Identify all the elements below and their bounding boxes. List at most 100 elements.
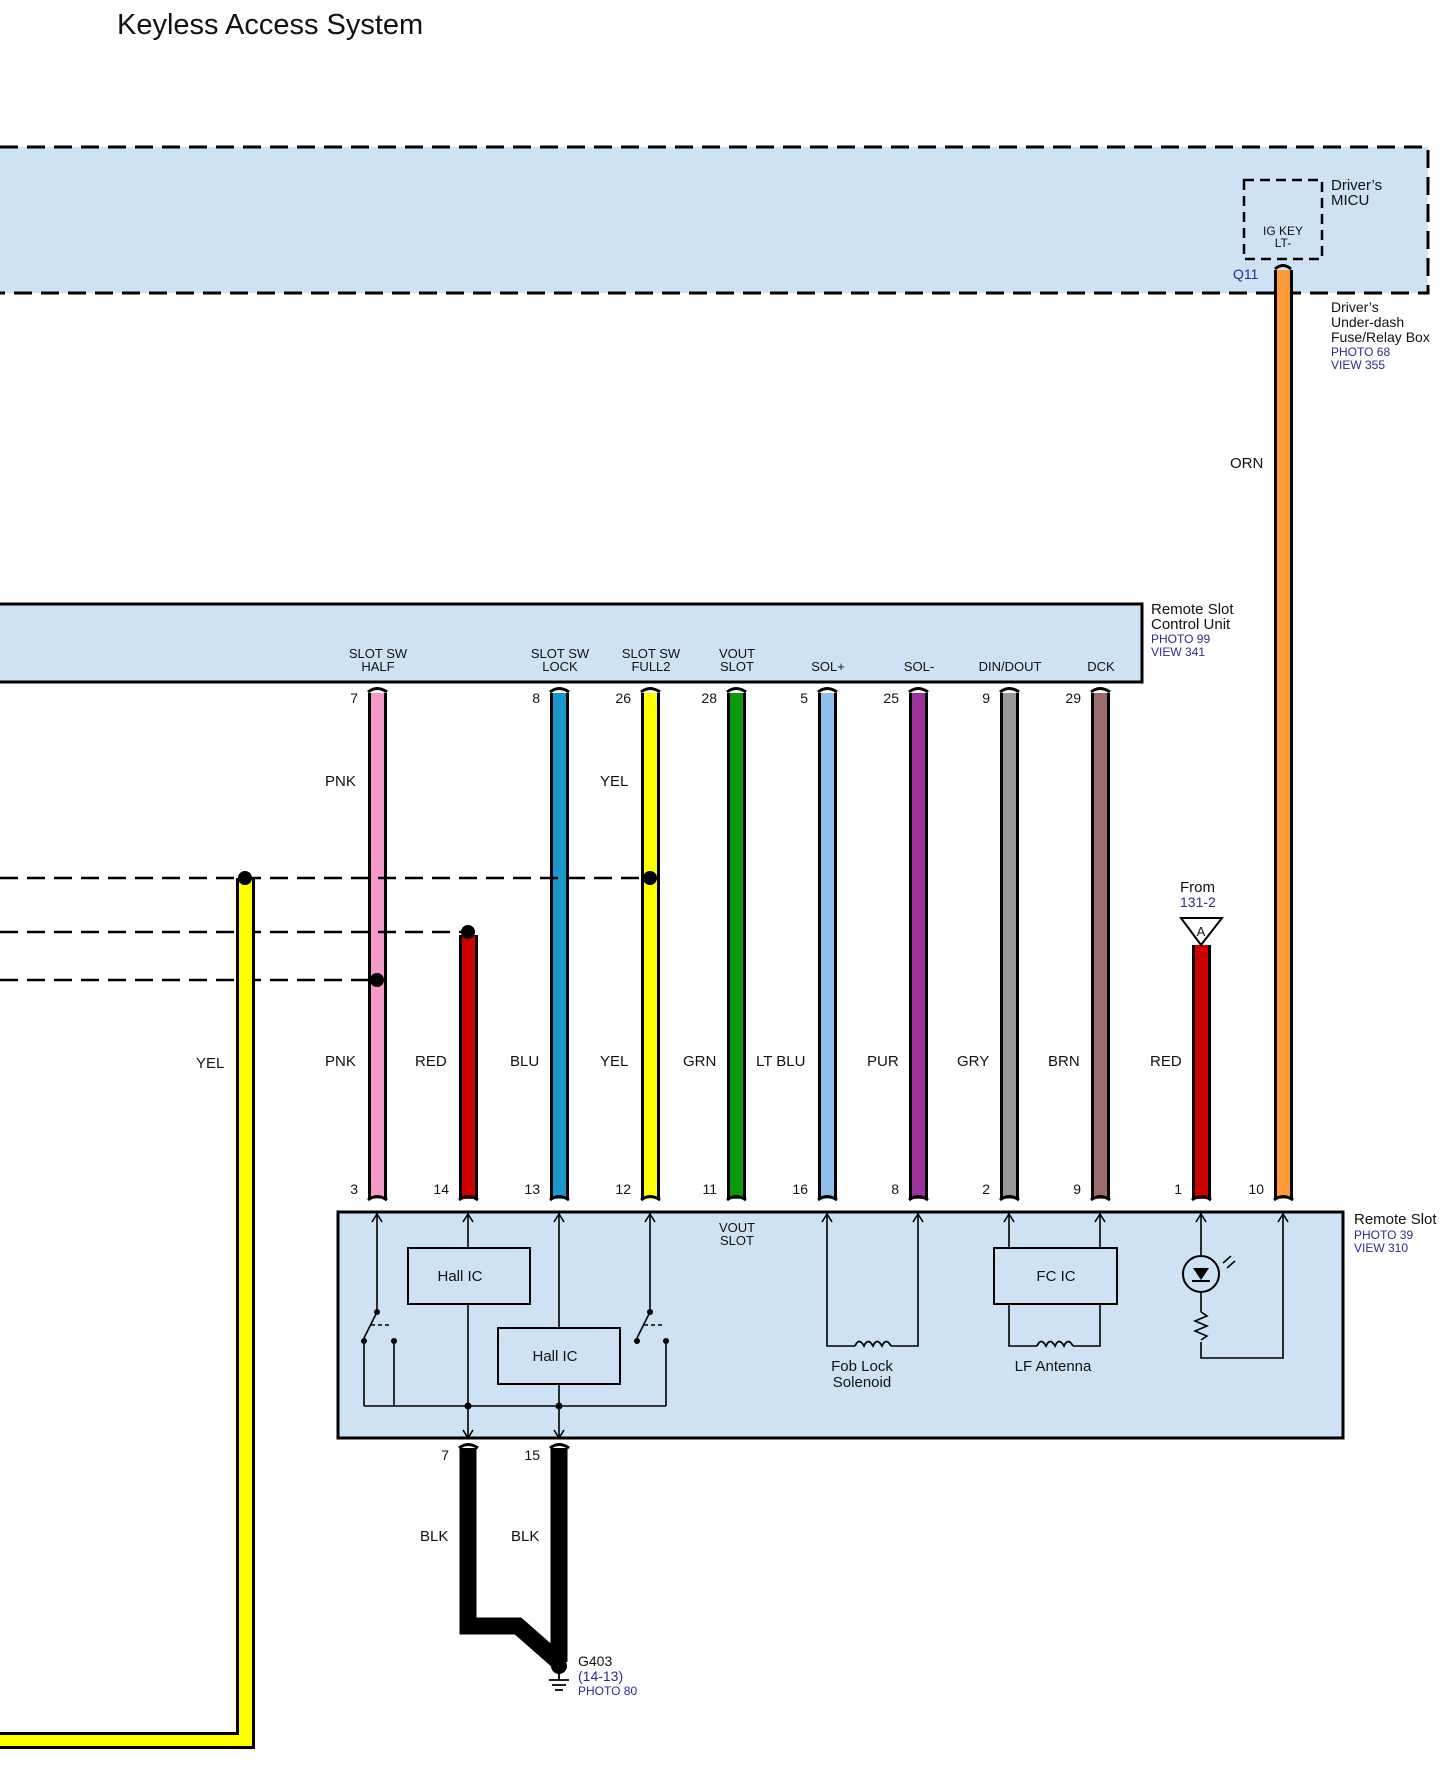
fuse-box-name-2: Under-dash [1331,314,1404,330]
wire-orn [1274,270,1293,1199]
fc-ic-box [993,1247,1118,1305]
fuse-box-name-3: Fuse/Relay Box [1331,329,1430,345]
control-unit-view: VIEW 341 [1151,645,1205,659]
fc-ic-label: FC IC [1036,1268,1075,1285]
control-unit-name-1: Remote Slot [1151,601,1234,618]
terminal-label-slot-sw-full2-2: FULL2 [631,659,670,674]
terminal-label-slot-sw-full2-1: SLOT SW [622,646,681,661]
hall-ic-2-box [497,1327,621,1385]
ground-photo: PHOTO 80 [578,1684,637,1698]
hall-ic-1-box [407,1247,531,1305]
mid-label-gry: GRY [957,1053,989,1070]
rs-pin-14: 14 [433,1181,449,1197]
micu-pin-ref: Q11 [1233,266,1259,282]
terminal-label-slot-sw-half-1: SLOT SW [349,646,408,661]
wire-pnk [368,693,387,1199]
rs-pin-13: 13 [524,1181,540,1197]
wire-grn [727,693,746,1199]
fuse-box-photo: PHOTO 68 [1331,345,1390,359]
ground-wire-label-2: BLK [511,1528,539,1545]
micu-ig-key-box [1242,178,1324,261]
mid-label-brn: BRN [1048,1053,1080,1070]
remote-slot-view: VIEW 310 [1354,1241,1408,1255]
remote-slot-panel [336,1210,1345,1440]
mid-label-pur: PUR [867,1053,899,1070]
ground-wire-label-1: BLK [420,1528,448,1545]
rs-connector-caps [367,1195,1294,1202]
resistor-icon [1192,1311,1210,1341]
hall-ic-2-label: Hall IC [532,1348,577,1365]
orn-top-connector [1274,264,1292,271]
mid-label-pnk: PNK [325,1053,356,1070]
micu-inner-label-1: IG KEY [1263,224,1303,238]
micu-name-2: MICU [1331,192,1369,209]
wire-pur [909,693,928,1199]
cu-pin-9: 9 [982,690,990,706]
micu-panel-border [0,145,1430,295]
splice-dots [238,871,657,987]
from-ref: 131-2 [1180,894,1216,910]
rs-pin-8: 8 [891,1181,899,1197]
control-unit-photo: PHOTO 99 [1151,632,1210,646]
fob-lock-solenoid-coil-icon [854,1340,892,1349]
cu-pin-28: 28 [701,690,717,706]
wire-yel-left [0,878,255,1749]
terminal-label-slot-sw-half-2: HALF [361,659,394,674]
ground-ref: (14-13) [578,1668,623,1684]
cu-pin-7: 7 [350,690,358,706]
remote-slot-photo: PHOTO 39 [1354,1228,1413,1242]
mid-label-blu: BLU [510,1053,539,1070]
terminal-label-sol-minus: SOL- [904,659,934,674]
fuse-box-view: VIEW 355 [1331,358,1385,372]
fob-lock-label-2: Solenoid [833,1374,891,1391]
dashed-branch-lines [0,876,650,982]
orn-label: ORN [1230,455,1263,472]
vout-slot-label-1: VOUT [719,1220,755,1235]
rs-pin-1: 1 [1174,1181,1182,1197]
from-triangle-icon [1179,917,1225,947]
terminal-label-vout-slot-2: SLOT [720,659,754,674]
ground-connector-caps [458,1443,570,1450]
rs-pin-9: 9 [1073,1181,1081,1197]
lf-antenna-coil-icon [1036,1340,1074,1349]
micu-name-1: Driver’s [1331,177,1382,194]
rs-pin-16: 16 [792,1181,808,1197]
fuse-box-name-1: Driver’s [1331,299,1379,315]
wire-lt-blu [818,693,837,1199]
cu-connector-caps [367,687,1111,694]
terminal-label-din-dout: DIN/DOUT [979,659,1042,674]
upper-label-yel: YEL [600,773,628,790]
cu-pin-29: 29 [1065,690,1081,706]
internal-arrows [371,1212,1289,1440]
cu-pin-25: 25 [883,690,899,706]
diagram-title: Keyless Access System [117,9,423,41]
switch-contacts [361,1309,669,1410]
terminal-label-vout-slot-1: VOUT [719,646,755,661]
rs-pin-11: 11 [702,1181,717,1197]
wire-gry [1000,693,1019,1199]
rs-pin-10: 10 [1248,1181,1264,1197]
ground-icon [549,1658,569,1691]
rs-bottom-pin-7: 7 [441,1447,449,1463]
mid-label-red-2: RED [1150,1053,1182,1070]
terminal-label-slot-sw-lock-1: SLOT SW [531,646,590,661]
wire-brn [1091,693,1110,1199]
remote-slot-internal-lines [363,1214,1284,1438]
mid-label-yel: YEL [600,1053,628,1070]
vout-slot-label-2: SLOT [720,1233,754,1248]
rs-bottom-pin-15: 15 [524,1447,540,1463]
mid-label-lt-blu: LT BLU [756,1053,805,1070]
terminal-label-slot-sw-lock-2: LOCK [542,659,578,674]
wire-red-14 [459,935,478,1199]
wire-red-from-a [1192,945,1211,1199]
ground-name: G403 [578,1653,612,1669]
hall-ic-1-label: Hall IC [437,1268,482,1285]
ground-wires [459,1448,568,1669]
mid-label-grn: GRN [683,1053,716,1070]
left-yel-label: YEL [196,1055,224,1072]
control-unit-name-2: Control Unit [1151,616,1231,633]
rs-pin-2: 2 [982,1181,990,1197]
from-label: From [1180,879,1215,896]
lf-antenna-label: LF Antenna [1015,1358,1092,1375]
